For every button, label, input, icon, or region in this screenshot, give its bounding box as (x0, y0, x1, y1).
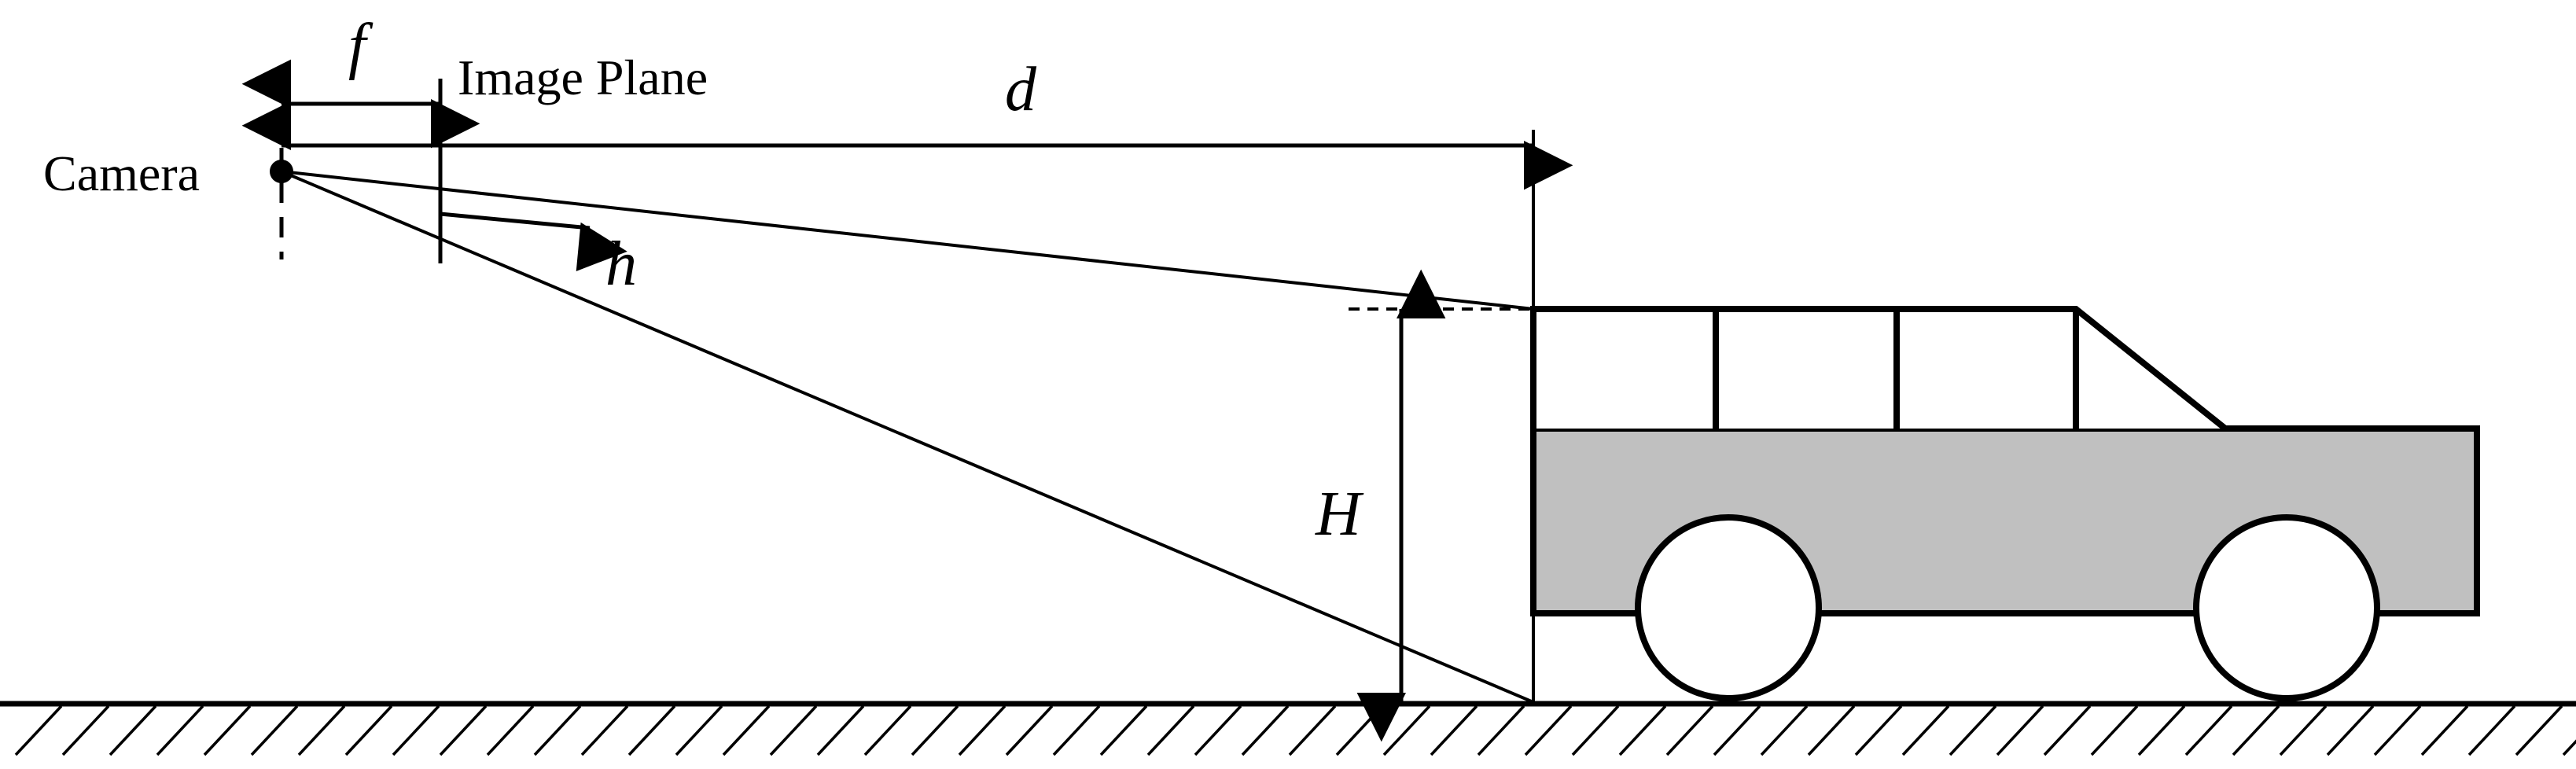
ground-hatch-stroke (1949, 705, 1997, 756)
ground-hatch-stroke (722, 705, 771, 756)
ground-hatch-stroke (1524, 705, 1573, 756)
ground-hatch-stroke (1477, 705, 1525, 756)
ground-hatch-stroke (1382, 705, 1431, 756)
ground-hatching (14, 705, 2576, 756)
ground (0, 701, 2576, 756)
ground-hatch-stroke (1099, 705, 1148, 756)
ground-hatch-stroke (439, 705, 488, 756)
ground-hatch-stroke (911, 705, 959, 756)
ground-hatch-stroke (14, 705, 63, 756)
ground-hatch-stroke (1618, 705, 1667, 756)
ground-hatch-stroke (1996, 705, 2044, 756)
ground-hatch-stroke (1146, 705, 1195, 756)
ground-hatch-stroke (533, 705, 582, 756)
ground-hatch-stroke (2515, 705, 2563, 756)
car-cabin (1530, 306, 2228, 432)
ground-hatch-stroke (2090, 705, 2139, 756)
ground-hatch-stroke (580, 705, 629, 756)
ray-bottom (281, 170, 1534, 704)
ground-hatch-stroke (1713, 705, 1761, 756)
ground-hatch-stroke (2137, 705, 2186, 756)
ground-hatch-stroke (1807, 705, 1856, 756)
car (1530, 306, 2480, 701)
ground-hatch-stroke (486, 705, 535, 756)
ground-hatch-stroke (675, 705, 723, 756)
image-height-arrow (440, 212, 627, 272)
camera-point (270, 160, 293, 183)
ground-hatch-stroke (1288, 705, 1337, 756)
ground-hatch-stroke (297, 705, 346, 756)
ground-hatch-stroke (769, 705, 818, 756)
ground-hatch-stroke (863, 705, 912, 756)
ground-hatch-stroke (203, 705, 252, 756)
ground-hatch-stroke (1241, 705, 1290, 756)
ground-hatch-stroke (2467, 705, 2516, 756)
image-plane-label: Image Plane (458, 50, 708, 105)
ground-hatch-stroke (61, 705, 110, 756)
ground-hatch-stroke (1335, 705, 1384, 756)
ground-hatch-stroke (156, 705, 204, 756)
ground-hatch-stroke (1571, 705, 1620, 756)
distance-label: d (1005, 55, 1037, 124)
car-front-wheel (1635, 514, 1822, 701)
ground-hatch-stroke (2420, 705, 2469, 756)
ground-hatch-stroke (1901, 705, 1950, 756)
ray-top (281, 170, 1534, 311)
ground-hatch-stroke (1430, 705, 1478, 756)
ground-hatch-stroke (2043, 705, 2092, 756)
ground-hatch-stroke (2279, 705, 2328, 756)
focal-length-label: f (348, 12, 374, 81)
object-height-label: H (1315, 480, 1364, 549)
ground-hatch-stroke (2326, 705, 2375, 756)
ground-hatch-stroke (627, 705, 676, 756)
ground-hatch-stroke (250, 705, 299, 756)
ground-hatch-stroke (392, 705, 440, 756)
ground-hatch-stroke (2562, 739, 2576, 756)
image-height-label: h (605, 230, 637, 299)
ground-hatch-stroke (1760, 705, 1809, 756)
car-rear-wheel (2193, 514, 2380, 701)
ground-hatch-stroke (1665, 705, 1714, 756)
ground-hatch-stroke (344, 705, 393, 756)
ground-hatch-stroke (1005, 705, 1054, 756)
ground-hatch-stroke (1194, 705, 1242, 756)
ground-hatch-stroke (2184, 705, 2233, 756)
ground-hatch-stroke (2232, 705, 2280, 756)
camera-label: Camera (43, 145, 200, 201)
ground-hatch-stroke (2373, 705, 2422, 756)
ground-hatch-stroke (816, 705, 865, 756)
ground-hatch-stroke (958, 705, 1006, 756)
ground-hatch-stroke (1052, 705, 1101, 756)
ground-hatch-stroke (109, 705, 157, 756)
ground-hatch-stroke (1854, 705, 1903, 756)
